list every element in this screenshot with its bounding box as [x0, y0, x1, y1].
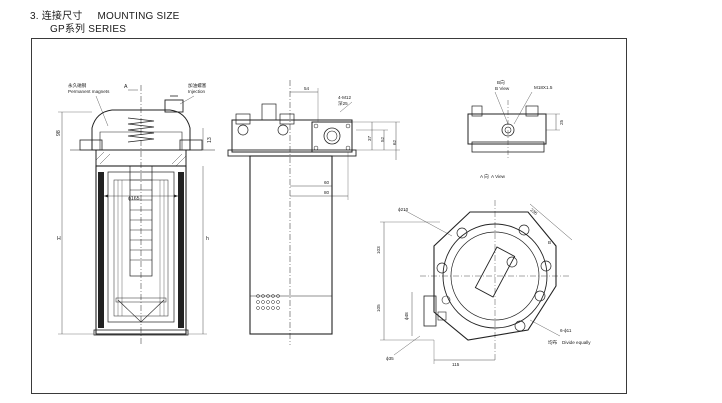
side-view	[227, 80, 400, 345]
section-heading: 3. 连接尺寸 MOUNTING SIZE	[30, 7, 180, 22]
divide-label-en: Divide equally	[562, 340, 591, 345]
section-title-en: MOUNTING SIZE	[97, 11, 180, 22]
dim-35: ϕ35	[386, 356, 394, 361]
series-heading: GP系列 SERIES	[50, 20, 126, 35]
section-number: 3.	[30, 11, 39, 22]
dim-115: 115	[452, 362, 460, 367]
injection-label-en: Injection	[188, 89, 206, 94]
a-view-label-en: A View	[491, 174, 506, 179]
dim-210: ϕ210	[398, 207, 409, 212]
b-view	[467, 91, 560, 160]
dim-105: 105	[376, 304, 381, 312]
dim-25: 25	[559, 119, 564, 125]
dim-48: ϕ48	[404, 312, 409, 320]
b-view-label-cn: B向	[497, 79, 505, 85]
injection-label-cn: 加油螺塞	[188, 82, 207, 89]
section-view	[58, 85, 215, 345]
dim-60: 60	[324, 180, 330, 185]
dim-h: h	[206, 236, 209, 242]
dim-4m12: 4-M12	[338, 95, 351, 100]
dim-54: 54	[304, 86, 310, 91]
magnets-label-en: Permanent magnets	[68, 89, 110, 94]
dim-13: 13	[207, 137, 213, 143]
series-cn: GP系列	[50, 24, 86, 35]
dim-165: ϕ165	[128, 196, 140, 202]
a-view	[380, 200, 573, 364]
dim-62: 62	[392, 139, 397, 145]
divide-label-cn: 均布	[548, 339, 558, 346]
b-view-label-en: B View	[495, 86, 510, 91]
dim-80: 80	[324, 190, 330, 195]
a-view-label-cn: A 向	[480, 173, 489, 179]
series-en: SERIES	[88, 24, 127, 35]
dim-depth: 深25	[338, 100, 348, 107]
section-title-cn: 连接尺寸	[41, 11, 83, 22]
magnets-label-cn: 永久磁钢	[68, 82, 87, 89]
dim-52: 52	[380, 136, 385, 142]
dim-236: 236	[529, 207, 538, 216]
view-a-marker: A	[124, 84, 128, 90]
dim-37: 37	[367, 135, 372, 141]
dim-98: 98	[56, 130, 62, 136]
dim-holes: 6-ϕ11	[560, 328, 572, 333]
dim-m18: M18X1.5	[534, 85, 553, 90]
dim-H: H	[57, 236, 61, 242]
dim-103: 103	[376, 246, 381, 254]
b-direction-marker: B	[548, 240, 551, 245]
